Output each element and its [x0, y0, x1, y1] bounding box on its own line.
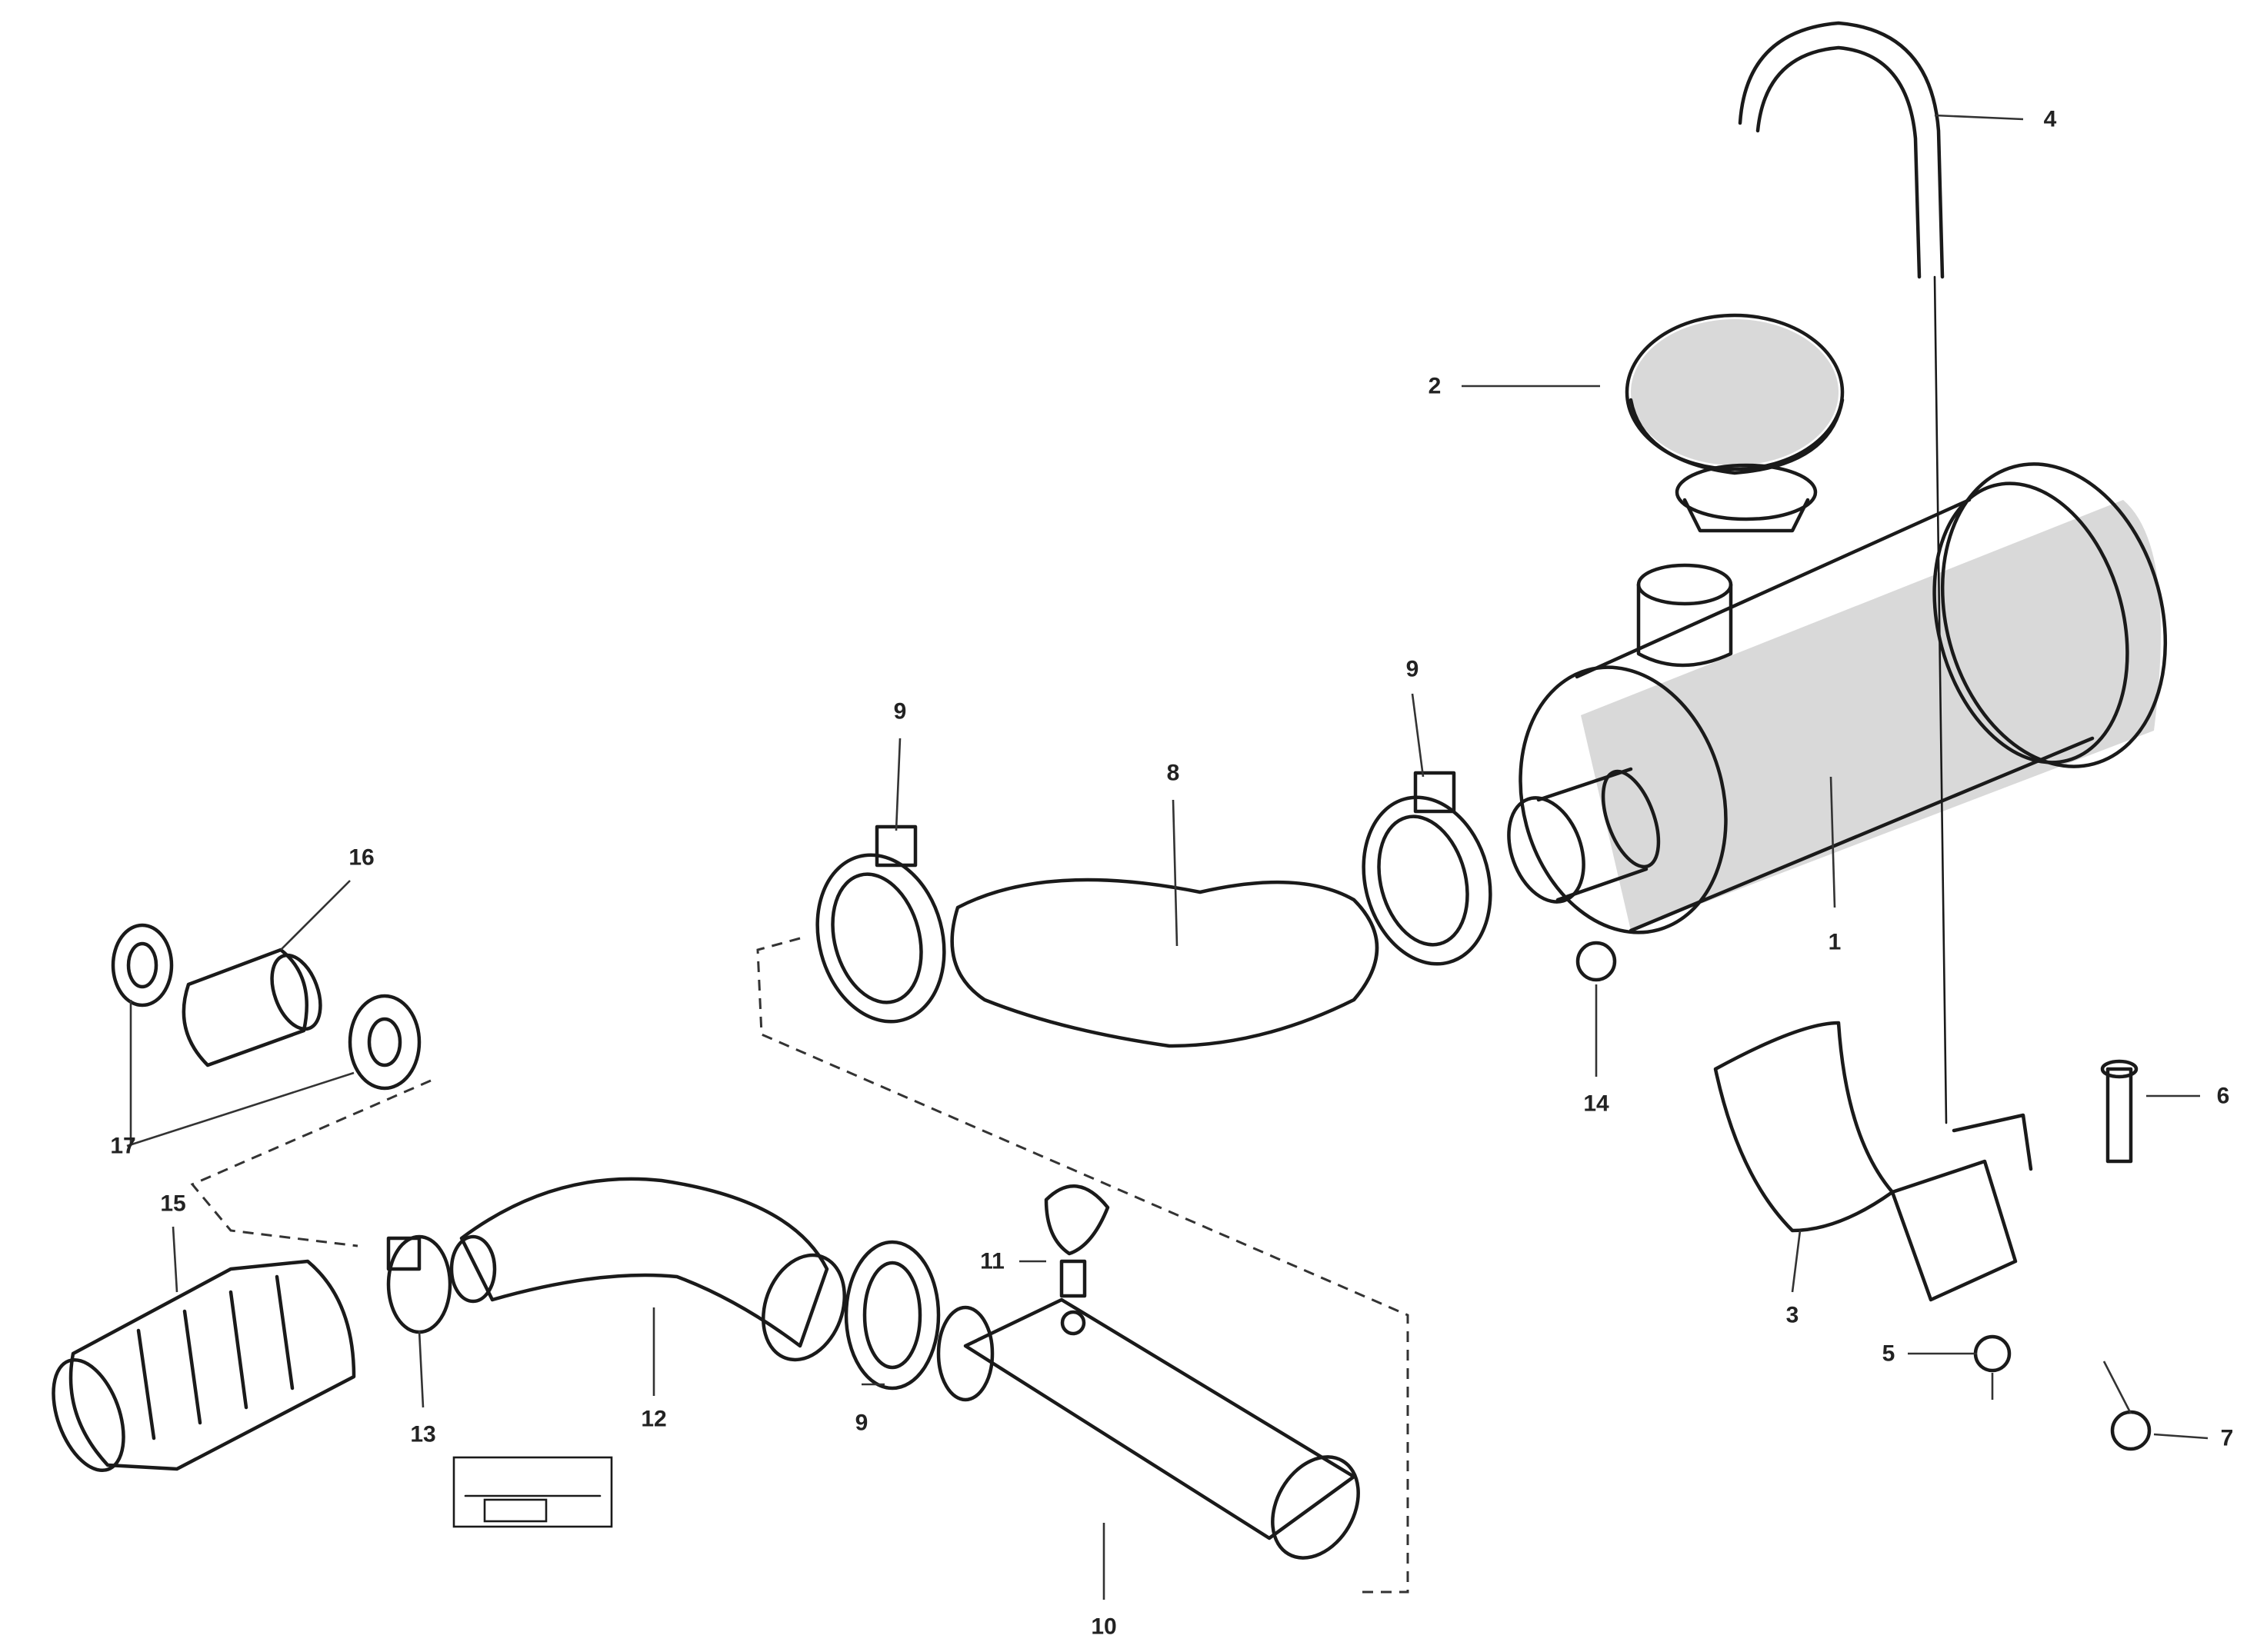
callout-labels: 1 2 3 4 5 6 7 8 9 9 9 10 11 12 13 14 15 … — [110, 107, 2233, 1640]
rubber-grommet-upper — [111, 923, 174, 1008]
intake-pipe-10 — [936, 1297, 1360, 1560]
plug-14 — [1575, 941, 1617, 982]
callout-9-lower: 9 — [855, 1411, 868, 1436]
callout-17: 17 — [110, 1134, 135, 1159]
pre-cleaner-15 — [52, 1259, 356, 1473]
callout-16: 16 — [348, 845, 374, 871]
callout-4: 4 — [2044, 107, 2057, 132]
callout-5: 5 — [1882, 1341, 1895, 1367]
sleeve-16 — [182, 948, 322, 1067]
breather-hose-inner — [1755, 45, 1922, 279]
callout-8: 8 — [1167, 761, 1180, 786]
callout-9-left: 9 — [894, 699, 907, 724]
drawing-stamp — [452, 1456, 613, 1528]
callout-14: 14 — [1583, 1091, 1609, 1117]
rubber-grommet-lower — [348, 994, 422, 1091]
callout-2: 2 — [1429, 374, 1442, 399]
callout-12: 12 — [641, 1407, 666, 1432]
air-filter-housing — [1507, 462, 2168, 934]
nut-7 — [2110, 1410, 2152, 1451]
callout-7: 7 — [2221, 1426, 2234, 1451]
hose-clamp-9a — [815, 824, 946, 1024]
hose-clamp-13 — [386, 1234, 452, 1334]
intake-hose-8 — [950, 878, 1379, 1048]
hose-clamp-9c — [844, 1240, 941, 1391]
callout-6: 6 — [2217, 1084, 2230, 1109]
callout-13: 13 — [410, 1422, 435, 1447]
callout-15: 15 — [160, 1191, 185, 1217]
breather-hose — [1738, 21, 1945, 279]
leader-lines — [126, 114, 2209, 1600]
elbow-hose-12 — [449, 1177, 846, 1362]
mounting-bracket — [1713, 1021, 2033, 1302]
filter-cover — [1625, 313, 1845, 533]
callout-9-right: 9 — [1406, 657, 1419, 682]
service-indicator-11 — [1044, 1184, 1110, 1336]
callout-3: 3 — [1786, 1303, 1799, 1328]
bolt-6 — [2100, 1059, 2139, 1164]
nut-5 — [1973, 1334, 2012, 1373]
hose-clamp-9b — [1362, 771, 1492, 966]
callout-11: 11 — [980, 1249, 1005, 1274]
assembly-line-a — [756, 937, 1409, 1594]
callout-10: 10 — [1091, 1614, 1116, 1640]
hose-down-line — [1933, 275, 1948, 1124]
assembly-line-b — [190, 1079, 432, 1247]
callout-1: 1 — [1829, 930, 1842, 955]
